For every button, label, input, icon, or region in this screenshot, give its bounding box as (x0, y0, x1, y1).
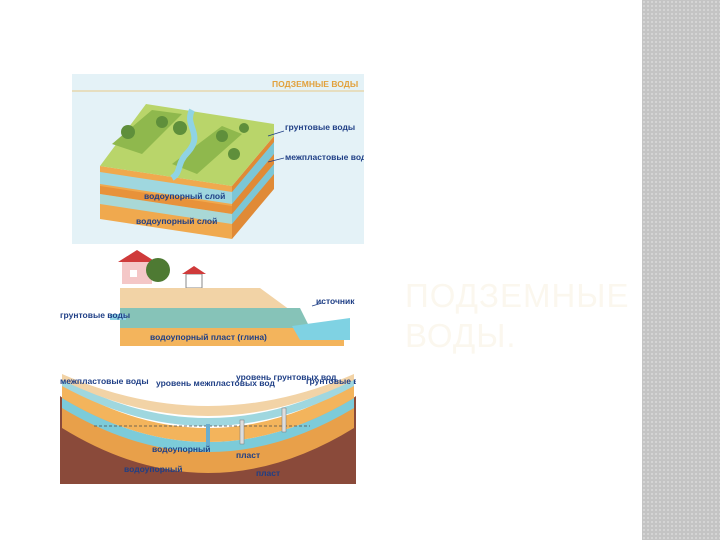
figure1-header: ПОДЗЕМНЫЕ ВОДЫ (272, 79, 358, 89)
figure-groundwater-block: ПОДЗЕМНЫЕ ВОДЫ водоупорный слой водоупор… (72, 74, 364, 244)
figure2-groundwater-label: грунтовые воды (60, 310, 130, 320)
figure3-aquiclude-1-label: водоупорный (152, 444, 211, 454)
figure-artesian-basin: межпластовые воды уровень межпластовых в… (60, 368, 356, 484)
figure3-interstratal-level-label: уровень межпластовых вод (156, 378, 275, 388)
figure2-spring-label: источник (316, 296, 355, 306)
figure2-aquiclude-label: водоупорный пласт (глина) (150, 332, 267, 342)
figure1-aquiclude-top-label: водоупорный слой (144, 191, 225, 201)
figure-well-spring: водоупорный пласт (глина) грунтовые воды… (60, 248, 370, 358)
figure1-aquiclude-bottom-label: водоупорный слой (136, 216, 217, 226)
slide-side-panel (642, 0, 720, 540)
figure3-groundwater-level-label: уровень грунтовых вод (236, 372, 337, 382)
figure1-interstratal-label: межпластовые воды (285, 152, 364, 162)
figure3-layer-2-label: пласт (256, 468, 280, 478)
slide-title: ПОДЗЕМНЫЕ ВОДЫ. (405, 277, 630, 354)
figure3-interstratal-label: межпластовые воды (60, 376, 149, 386)
figure1-groundwater-label: грунтовые воды (285, 122, 355, 132)
figure3-layer-1-label: пласт (236, 450, 260, 460)
figure3-aquiclude-2-label: водоупорный (124, 464, 183, 474)
figure3-groundwater-label: грунтовые воды (306, 376, 356, 386)
